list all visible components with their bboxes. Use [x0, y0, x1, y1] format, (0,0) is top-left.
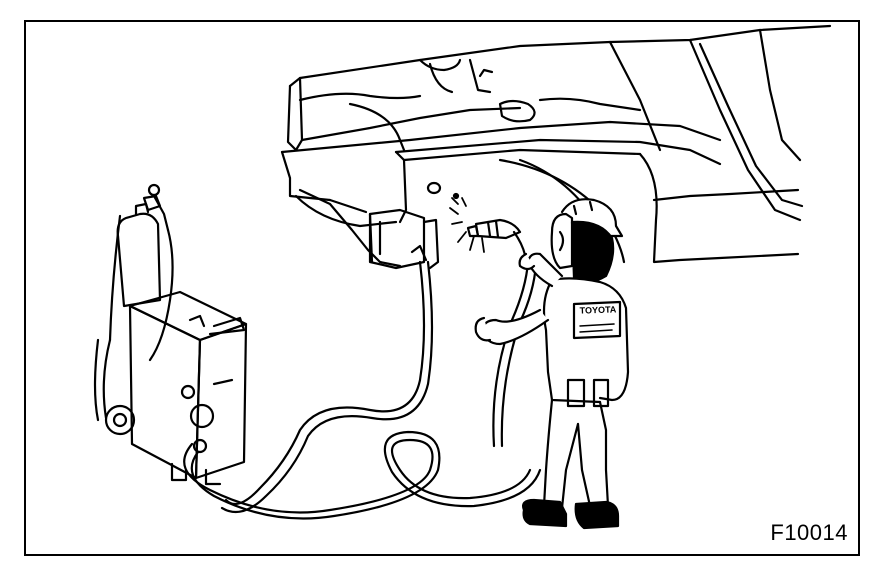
welder-figure — [474, 198, 630, 530]
welding-sparks — [449, 197, 485, 253]
gas-cylinder — [108, 183, 170, 342]
coverall-badge-text: TOYOTA — [579, 304, 617, 316]
welding-machine — [93, 290, 248, 486]
welding-cables — [148, 228, 542, 520]
figure-code: F10014 — [770, 520, 848, 545]
car-body-frame — [280, 24, 832, 270]
welding-torch — [466, 218, 528, 262]
